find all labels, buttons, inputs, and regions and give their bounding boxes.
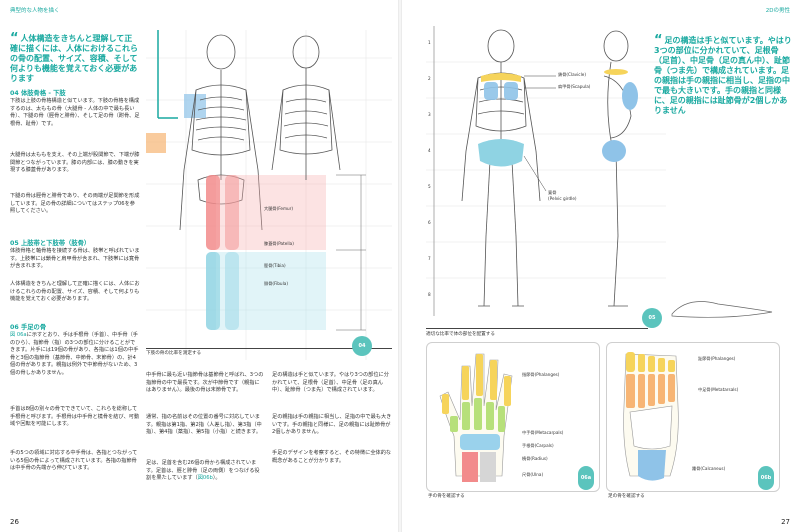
section-title-05: 05 上肢帯と下肢帯（肢骨） xyxy=(10,240,91,247)
section-06-para-2: 手首は8個の別々の骨でできていて、これらを総称して手根骨と呼びます。手根骨は中手… xyxy=(10,406,140,428)
section-title-04: 04 体肢骨格 - 下肢 xyxy=(10,90,66,97)
label-tibia: 脛骨(Tibia) xyxy=(264,263,286,268)
section-06-col2-para-3: 足は、足首を含む26個の骨から構成されています。足首は、脛と腓骨（足の両側）をつ… xyxy=(146,460,260,482)
label-foot-phalanges: 趾節骨(Phalanges) xyxy=(698,356,736,361)
section-04-para-3: 下腿の骨は脛骨と腓骨であり、その両端が足関節を形成しています。足の骨の詳細につい… xyxy=(10,193,140,215)
label-radius: 橈骨(Radius) xyxy=(522,456,548,461)
figure-06a-caption: 手の骨を確認する xyxy=(428,494,465,499)
label-fibula: 腓骨(Fibula) xyxy=(264,281,288,286)
femur-shape xyxy=(206,175,220,250)
page-number-right: 27 xyxy=(781,518,790,526)
scapula-shape-right xyxy=(504,82,518,100)
pull-quote-right: “足の構造は手と似ています。やはり3つの部位に分かれていて、足根骨（足首）、中足… xyxy=(654,33,792,115)
section-06-col2-para-2: 通常、指の名前はその位置の番号に対応しています。親指は第1指、第2指（人差し指）… xyxy=(146,414,262,436)
pelvis-swatch-left xyxy=(146,133,166,153)
clavicle-side-shape xyxy=(604,69,628,75)
label-pelvic-girdle: 寛骨 (Pelvic girdle) xyxy=(548,190,577,201)
figure-05-skeletons xyxy=(426,26,666,316)
figure-06b-foot xyxy=(623,352,679,481)
section-06-para-3: 手の5つの領域に対応する中手骨は、各指とつながっている5個の骨によって構成されて… xyxy=(10,450,138,472)
figure-06a-badge: 06a xyxy=(578,466,594,490)
figure-04-skeletons xyxy=(146,30,392,360)
tibia-shape xyxy=(206,252,220,330)
femur-band xyxy=(216,175,326,250)
pelvis-side-shape xyxy=(602,140,626,162)
book-gutter xyxy=(398,0,402,532)
section-title-06: 06 手足の骨 xyxy=(10,324,47,331)
figure-04-badge: 04 xyxy=(352,336,372,356)
carpals-shape xyxy=(460,434,500,450)
section-06-para-1: 図 06aに示すとおり、手は手根骨（手首）、中手骨（手のひら）、指節骨（指）の3… xyxy=(10,332,139,376)
section-04-para-2: 大腿骨は太ももを支え、その上端が股関節で、下端が膝関節とつながっています。膝の内… xyxy=(10,152,140,174)
label-metacarpals: 中手骨(Metacarpals) xyxy=(522,430,564,435)
figure-06b-badge: 06b xyxy=(758,466,774,490)
figure-05-caption: 適切な比率で体の部位を配置する xyxy=(426,332,495,337)
figure-ref-06b[interactable]: 図06b xyxy=(197,475,213,482)
label-calcaneus: 踵骨(Calcaneus) xyxy=(692,466,726,471)
pull-quote: “人体構造をきちんと理解して正確に描くには、人体におけるこれらの骨の配置、サイズ… xyxy=(10,31,138,83)
label-hand-phalanges: 指節骨(Phalanges) xyxy=(522,372,560,377)
label-scapula: 肩甲骨(Scapula) xyxy=(558,84,591,89)
right-col-para-2: 足の親指は手の親指に相当し、足指の中で最も大きいです。手の親指と同様に、足の親指… xyxy=(272,414,392,436)
page-number-left: 26 xyxy=(10,518,19,526)
figure-04-caption: 下肢の骨の比率を測定する xyxy=(146,351,202,356)
page-header: 典型的な人物を描く xyxy=(10,8,60,14)
foot-side-sketch xyxy=(671,301,773,318)
quote-mark-icon: “ xyxy=(654,33,663,48)
left-page: 典型的な人物を描く “人体構造をきちんと理解して正確に描くには、人体におけるこれ… xyxy=(0,0,399,532)
section-05-para-2: 人体構造をきちんと理解して正確に描くには、人体におけるこれらの骨の配置、サイズ、… xyxy=(10,281,140,303)
label-clavicle: 鎖骨(Clavicle) xyxy=(558,72,586,77)
tibia-band xyxy=(216,252,326,330)
quote-mark-icon: “ xyxy=(10,31,19,46)
clavicle-shape xyxy=(481,73,521,82)
label-carpals: 手根骨(Carpals) xyxy=(522,443,554,448)
figure-ref-06a[interactable]: 図 06a xyxy=(10,332,27,338)
section-04-para-1: 下肢は上肢の骨格構造と似ています。下肢の骨格を構成するのは、太ももの骨（大腿骨 … xyxy=(10,98,140,127)
figure-04-rule xyxy=(146,348,392,349)
calcaneus-shape xyxy=(638,450,666,481)
right-col-para-1: 足の構造は手と似ています。やはり3つの部位に分かれていて、足根骨（足首）、中足骨… xyxy=(272,372,389,394)
section-06-col2-para-1: 中手骨に最も近い指節骨は基節骨と呼ばれ、3つの指節骨の中で最長です。次が中節骨で… xyxy=(146,372,264,394)
figure-05-rule xyxy=(426,328,648,329)
label-femur: 大腿骨(Femur) xyxy=(264,206,294,211)
figure-06b-caption: 足の骨を確認する xyxy=(608,494,645,499)
label-metatarsals: 中足骨(Metatarsals) xyxy=(698,387,739,392)
section-05-para-1: 体肢骨格と軸骨格を接続する骨は、肢帯と呼ばれています。上肢帯には鎖骨と肩甲骨が含… xyxy=(10,248,140,270)
figure-05-badge: 05 xyxy=(642,308,662,328)
figure-06a-hand xyxy=(439,353,513,482)
label-ulna: 尺骨(Ulna) xyxy=(522,472,544,477)
pelvis-shape xyxy=(478,139,524,167)
scapula-shape-left xyxy=(484,82,498,100)
right-col-para-3: 手足のデザインを考察すると、その特徴に全体的な概念があることが分かります。 xyxy=(272,450,392,464)
label-patella: 膝蓋骨(Patella) xyxy=(264,241,294,246)
scapula-side-shape xyxy=(622,82,638,110)
right-page: 2Dの男性 xyxy=(402,0,800,532)
page-header-right: 2Dの男性 xyxy=(765,8,790,14)
